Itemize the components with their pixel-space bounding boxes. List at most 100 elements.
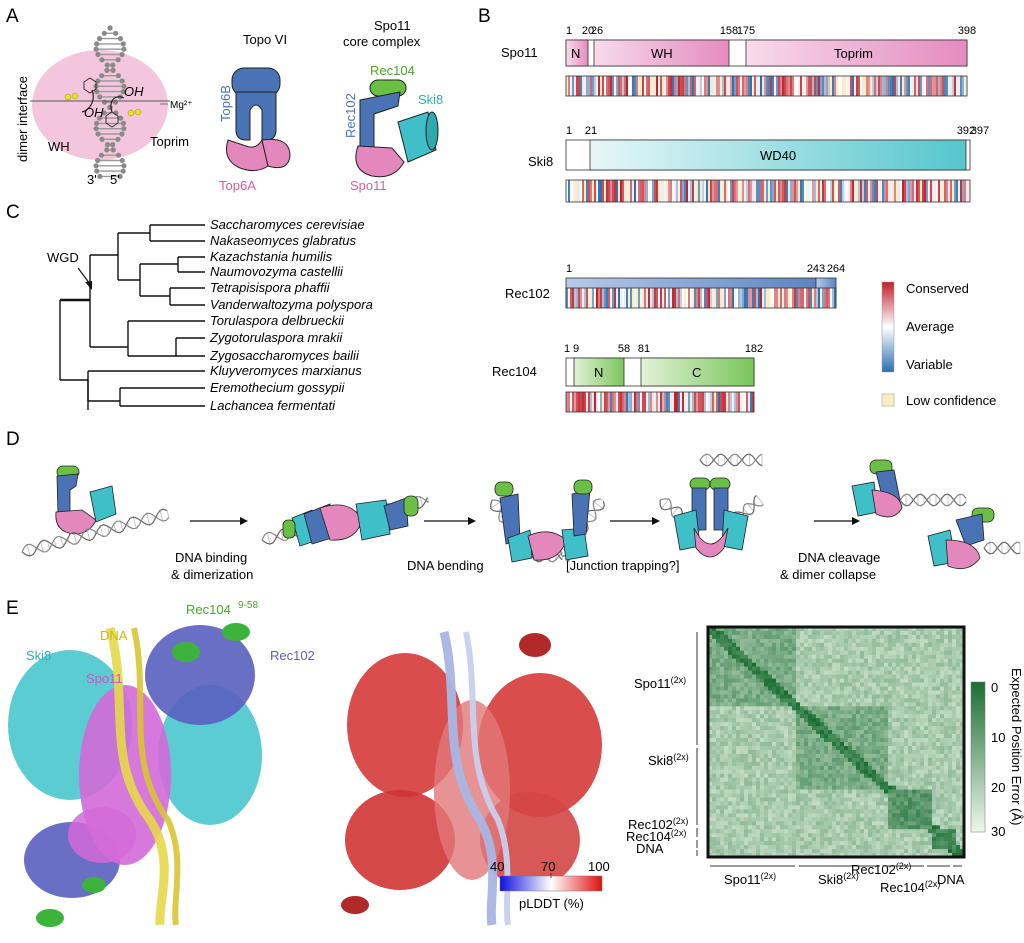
pae-cell xyxy=(808,853,813,858)
pae-cell xyxy=(948,809,953,814)
pae-cell xyxy=(928,694,933,699)
pae-cell xyxy=(956,773,961,778)
pae-cell xyxy=(748,738,753,743)
pae-cell xyxy=(748,658,753,663)
pae-cell xyxy=(936,849,941,854)
pae-cell xyxy=(856,686,861,691)
pae-cell xyxy=(928,765,933,771)
pae-cell xyxy=(828,785,833,790)
pae-cell xyxy=(856,801,861,806)
conservation-bar xyxy=(568,180,571,202)
pae-cell xyxy=(724,734,729,739)
pae-cell xyxy=(732,654,737,660)
pae-tick-20: 20 xyxy=(991,780,1005,795)
pae-cell xyxy=(840,821,845,826)
pae-cell xyxy=(944,662,949,667)
pae-cell xyxy=(836,841,841,846)
pae-cell xyxy=(784,793,789,798)
conservation-bar xyxy=(670,180,673,202)
pae-cell xyxy=(748,734,753,739)
pae-cell xyxy=(904,722,909,727)
pae-cell xyxy=(872,686,877,691)
pae-cell xyxy=(736,726,741,731)
conservation-bar xyxy=(588,180,591,202)
pae-cell xyxy=(936,734,941,739)
conservation-bar xyxy=(862,76,865,96)
pae-cell xyxy=(808,765,813,771)
pae-cell xyxy=(760,749,765,755)
conservation-bar xyxy=(584,392,587,412)
pae-cell xyxy=(868,749,873,755)
pae-cell xyxy=(724,738,729,743)
conservation-bar xyxy=(634,392,637,412)
pae-cell xyxy=(896,761,901,767)
pae-cell xyxy=(936,805,941,810)
pae-cell xyxy=(852,753,857,759)
pae-cell xyxy=(832,769,837,775)
pae-cell xyxy=(720,710,725,715)
pae-cell xyxy=(880,646,885,652)
pae-cell xyxy=(744,821,749,826)
pae-cell xyxy=(956,682,961,687)
conservation-bar xyxy=(888,180,891,202)
conservation-bar xyxy=(812,180,815,202)
pae-cell xyxy=(884,845,889,850)
pae-cell xyxy=(944,638,949,644)
pae-cell xyxy=(752,805,757,810)
pae-cell xyxy=(780,813,785,818)
pae-cell xyxy=(960,702,965,707)
pae-cell xyxy=(868,698,873,703)
pae-cell xyxy=(940,777,945,782)
pae-cell xyxy=(848,837,853,842)
pae-cell xyxy=(788,738,793,743)
pae-cell xyxy=(808,833,813,838)
pae-cell xyxy=(880,642,885,648)
pae-cell xyxy=(892,730,897,735)
pae-cell xyxy=(716,674,721,679)
pae-cell xyxy=(828,662,833,667)
pae-cell xyxy=(844,749,849,755)
pae-cell xyxy=(768,849,773,854)
pae-cell xyxy=(904,777,909,782)
pae-cell xyxy=(868,742,873,747)
pae-cell xyxy=(868,773,873,778)
pae-cell xyxy=(820,789,825,794)
pae-cell xyxy=(872,789,877,794)
pae-cell xyxy=(772,793,777,798)
pae-cell xyxy=(860,813,865,818)
pae-cell xyxy=(800,837,805,842)
pae-cell xyxy=(852,658,857,663)
pae-cell xyxy=(800,797,805,802)
pae-cell xyxy=(888,817,893,822)
pae-cell xyxy=(908,694,913,699)
pae-col-label-sup: (2x) xyxy=(925,879,941,889)
pae-cell xyxy=(744,825,749,830)
pae-cell xyxy=(856,722,861,727)
pae-cell xyxy=(904,805,909,810)
pae-cell xyxy=(744,658,749,663)
conservation-bar xyxy=(606,180,609,202)
pae-cell xyxy=(808,813,813,818)
conservation-bar xyxy=(782,288,785,308)
pae-cell xyxy=(956,845,961,850)
pae-cell xyxy=(944,797,949,802)
pae-cell xyxy=(960,797,965,802)
pae-cell xyxy=(912,650,917,656)
pae-cell xyxy=(916,658,921,663)
pae-cell xyxy=(784,805,789,810)
pae-cell xyxy=(808,805,813,810)
pae-cell xyxy=(760,837,765,842)
pae-cell xyxy=(808,825,813,830)
pae-cell xyxy=(780,666,785,671)
pae-cell xyxy=(776,769,781,775)
pae-cell xyxy=(828,706,833,711)
pae-cell xyxy=(820,853,825,858)
pae-cell xyxy=(920,849,925,854)
conservation-bar xyxy=(964,76,967,96)
pae-cell xyxy=(800,698,805,703)
dna-backbone-bead xyxy=(120,89,126,95)
pae-cell xyxy=(772,634,777,640)
pae-cell xyxy=(916,730,921,735)
pae-cell xyxy=(716,761,721,767)
pae-cell xyxy=(900,694,905,699)
